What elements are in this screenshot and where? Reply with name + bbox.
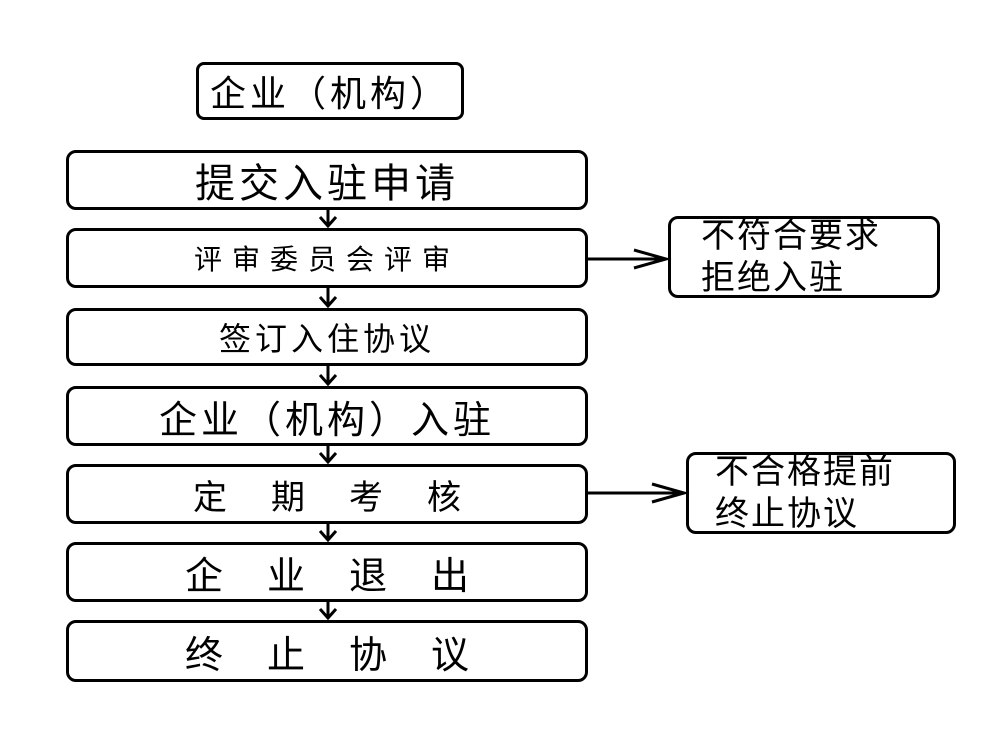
step-enterprise-exit: 企业退出 [66,542,588,602]
down-arrow [318,366,338,387]
down-arrow [318,602,338,621]
side-note-reject: 不符合要求 拒绝入驻 [668,216,940,298]
down-arrow [318,446,338,465]
step-sign-agreement: 签订入住协议 [66,308,588,366]
step-label: 企业（机构）入驻 [158,397,495,442]
step-periodic-assessment: 定期考核 [66,464,588,524]
down-arrow [318,210,338,229]
step-label: 评审委员会评审 [193,243,460,276]
step-terminate-agreement: 终止协议 [66,620,588,682]
side-note-line: 终止协议 [715,494,859,534]
right-arrow-reject [588,248,672,270]
side-note-line: 不符合要求 [701,215,881,256]
side-note-line: 不合格提前 [715,451,895,492]
side-note-line: 拒绝入驻 [701,258,845,298]
step-committee-review: 评审委员会评审 [66,228,588,288]
down-arrow [318,288,338,309]
header-title: 企业（机构） [209,74,450,115]
step-label: 提交入驻申请 [195,161,459,207]
step-label: 企业退出 [184,553,513,598]
step-submit-application: 提交入驻申请 [66,150,588,210]
down-arrow [318,524,338,543]
step-label: 终止协议 [184,632,513,677]
side-note-fail: 不合格提前 终止协议 [686,452,956,534]
step-label: 定期考核 [193,477,505,518]
header-box: 企业（机构） [196,62,464,120]
step-enterprise-settle: 企业（机构）入驻 [66,386,588,446]
right-arrow-fail [588,482,690,504]
step-label: 签订入住协议 [218,320,435,358]
